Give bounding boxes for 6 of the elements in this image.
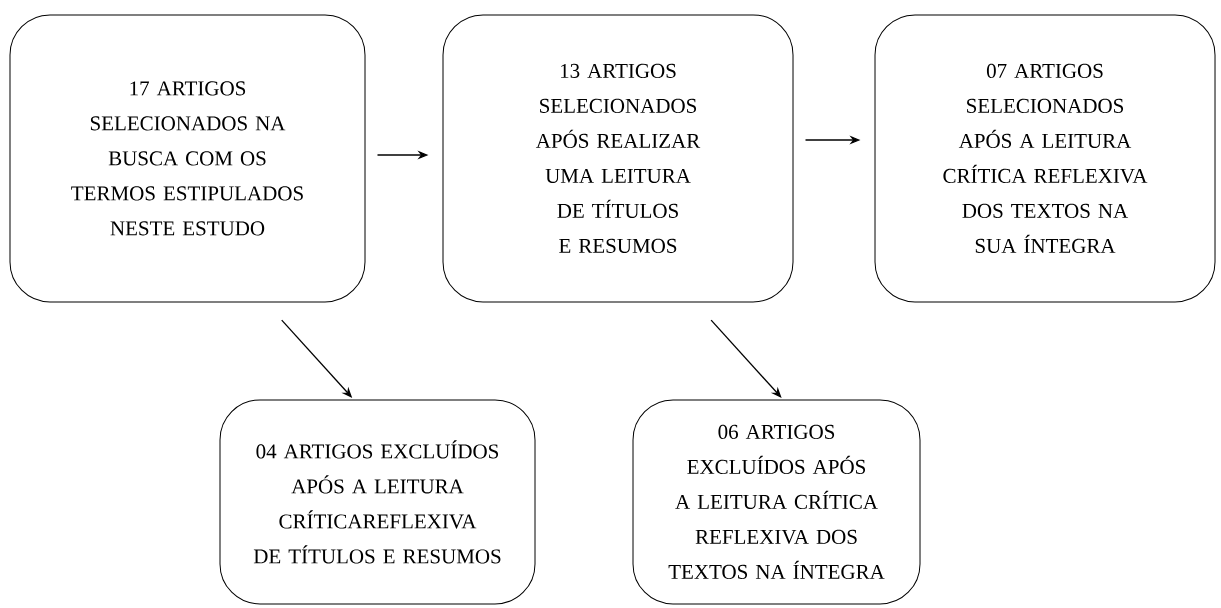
- arrow: [710, 319, 782, 398]
- process-box: 07 ARTIGOS SELECIONADOS APÓS A LEITURA CRÍTICA REFLEXIVA DOS TEXTOS NA SUA ÍNTEGRA: [874, 14, 1216, 303]
- process-box: 06 ARTIGOS EXCLUÍDOS APÓS A LEITURA CRÍTICA REFLEXIVA DOS TEXTOS NA ÍNTEGRA: [632, 399, 921, 605]
- process-box: 17 ARTIGOS SELECIONADOS NA BUSCA COM OS TERMOS ESTIPULADOS NESTE ESTUDO: [9, 14, 366, 303]
- process-box: 13 ARTIGOS SELECIONADOS APÓS REALIZAR UMA LEITURA DE TÍTULOS E RESUMOS: [442, 14, 794, 303]
- process-box: 04 ARTIGOS EXCLUÍDOS APÓS A LEITURA CRÍTICAREFLEXIVA DE TÍTULOS E RESUMOS: [219, 399, 536, 605]
